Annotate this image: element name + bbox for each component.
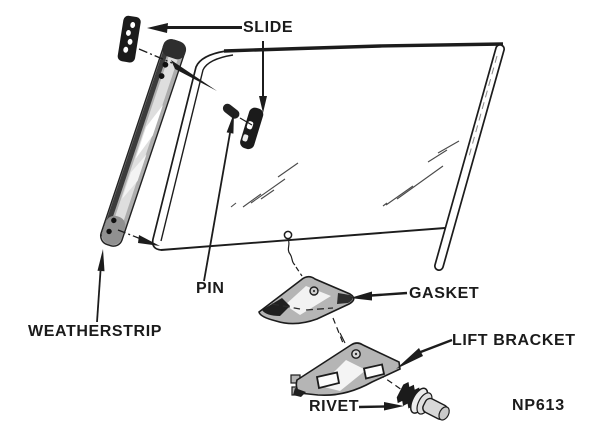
gasket-part <box>258 275 355 325</box>
leader-arrows <box>96 23 453 411</box>
label-weatherstrip: WEATHERSTRIP <box>28 323 163 340</box>
weatherstrip-part <box>99 39 187 247</box>
label-pin: PIN <box>196 280 225 297</box>
glass-reflections <box>230 140 460 208</box>
rivet-part <box>396 382 450 421</box>
figure-number: NP613 <box>512 397 565 414</box>
label-rivet: RIVET <box>309 398 360 415</box>
pin-part <box>222 103 240 119</box>
slide-lower-part <box>240 107 264 150</box>
lift-bracket-part <box>290 332 401 397</box>
label-lift-bracket: LIFT BRACKET <box>452 332 576 349</box>
glass-hole <box>283 230 293 240</box>
label-gasket: GASKET <box>409 285 480 302</box>
glass-rear-channel <box>434 44 505 271</box>
slide-upper-part <box>117 15 141 63</box>
assembly-centerlines <box>117 48 403 391</box>
label-slide: SLIDE <box>243 19 294 36</box>
